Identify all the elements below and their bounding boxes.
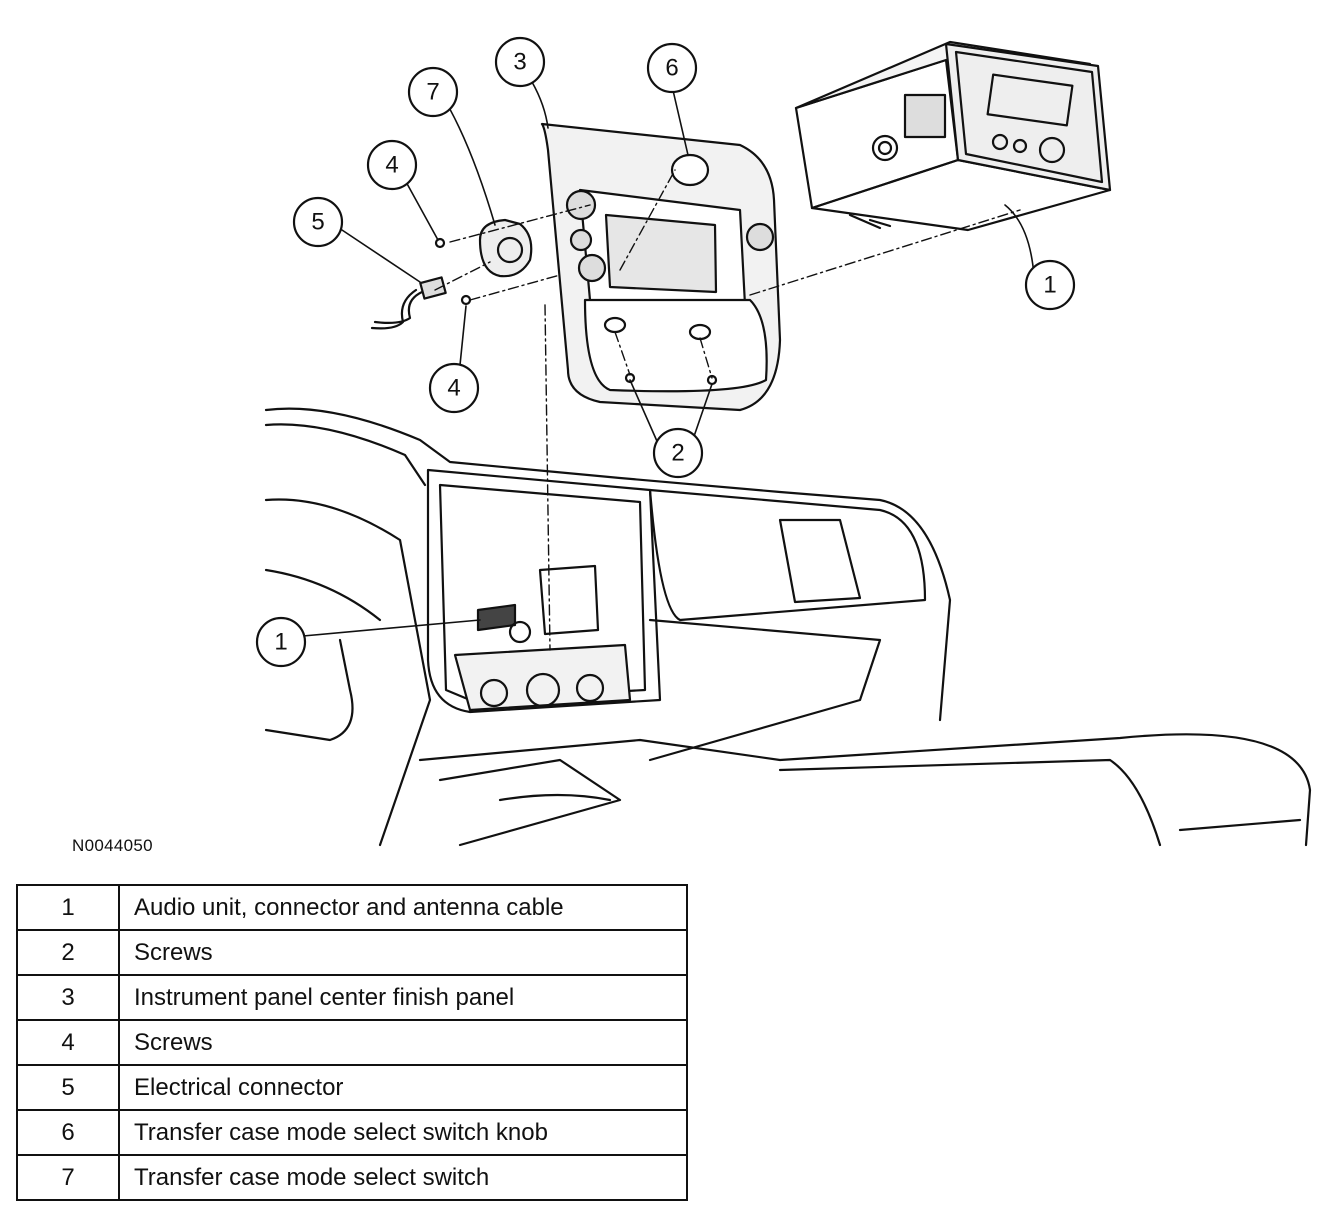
legend-description: Transfer case mode select switch knob	[118, 1109, 688, 1156]
legend-number: 5	[16, 1064, 120, 1111]
callout-7: 7	[426, 79, 439, 106]
legend-row: 5 Electrical connector	[16, 1064, 688, 1111]
legend-description: Electrical connector	[118, 1064, 688, 1111]
electrical-connector	[370, 276, 447, 330]
legend-description: Screws	[118, 929, 688, 976]
legend-number: 1	[16, 884, 120, 931]
figure-id: N0044050	[72, 836, 153, 855]
legend-description: Instrument panel center finish panel	[118, 974, 688, 1021]
center-finish-panel	[540, 122, 782, 412]
legend-row: 1 Audio unit, connector and antenna cabl…	[16, 884, 688, 931]
callout-2: 2	[671, 440, 684, 467]
legend-description: Audio unit, connector and antenna cable	[118, 884, 688, 931]
legend-row: 6 Transfer case mode select switch knob	[16, 1109, 688, 1156]
callout-4-lower: 4	[447, 375, 460, 402]
callout-1-lower: 1	[274, 629, 287, 656]
legend-row: 7 Transfer case mode select switch	[16, 1154, 688, 1201]
callout-3: 3	[513, 49, 526, 76]
exploded-view-diagram: 1 1 2 3 4 4 5 6 7	[255, 36, 1312, 847]
legend-number: 2	[16, 929, 120, 976]
callout-circle-5	[292, 196, 344, 248]
legend-row: 3 Instrument panel center finish panel	[16, 974, 688, 1021]
legend-table: 1 Audio unit, connector and antenna cabl…	[16, 884, 688, 1201]
legend-number: 6	[16, 1109, 120, 1156]
assembly-dashed-lines	[434, 169, 1021, 651]
callout-circle-1-lower	[255, 616, 307, 668]
callout-circle-2	[652, 427, 704, 479]
legend-row: 4 Screws	[16, 1019, 688, 1066]
legend-number: 7	[16, 1154, 120, 1201]
legend-number: 4	[16, 1019, 120, 1066]
callout-circle-6	[646, 42, 698, 94]
callout-1-upper: 1	[1043, 272, 1056, 299]
callout-5: 5	[311, 209, 324, 236]
screw-4-lower	[460, 294, 472, 306]
legend-description: Transfer case mode select switch	[118, 1154, 688, 1201]
callout-circle-7	[407, 66, 459, 118]
callout-circle-4-upper	[366, 139, 418, 191]
legend-row: 2 Screws	[16, 929, 688, 976]
callout-6: 6	[665, 55, 678, 82]
legend-number: 3	[16, 974, 120, 1021]
callout-circle-1-upper	[1024, 259, 1076, 311]
callout-circle-3	[494, 36, 546, 88]
callout-4-upper: 4	[385, 152, 398, 179]
legend-description: Screws	[118, 1019, 688, 1066]
screw-4-upper	[434, 237, 446, 249]
callout-circle-4-lower	[428, 362, 480, 414]
instrument-panel	[264, 407, 1312, 847]
transfer-case-switch	[478, 218, 533, 278]
audio-unit	[794, 40, 1112, 232]
